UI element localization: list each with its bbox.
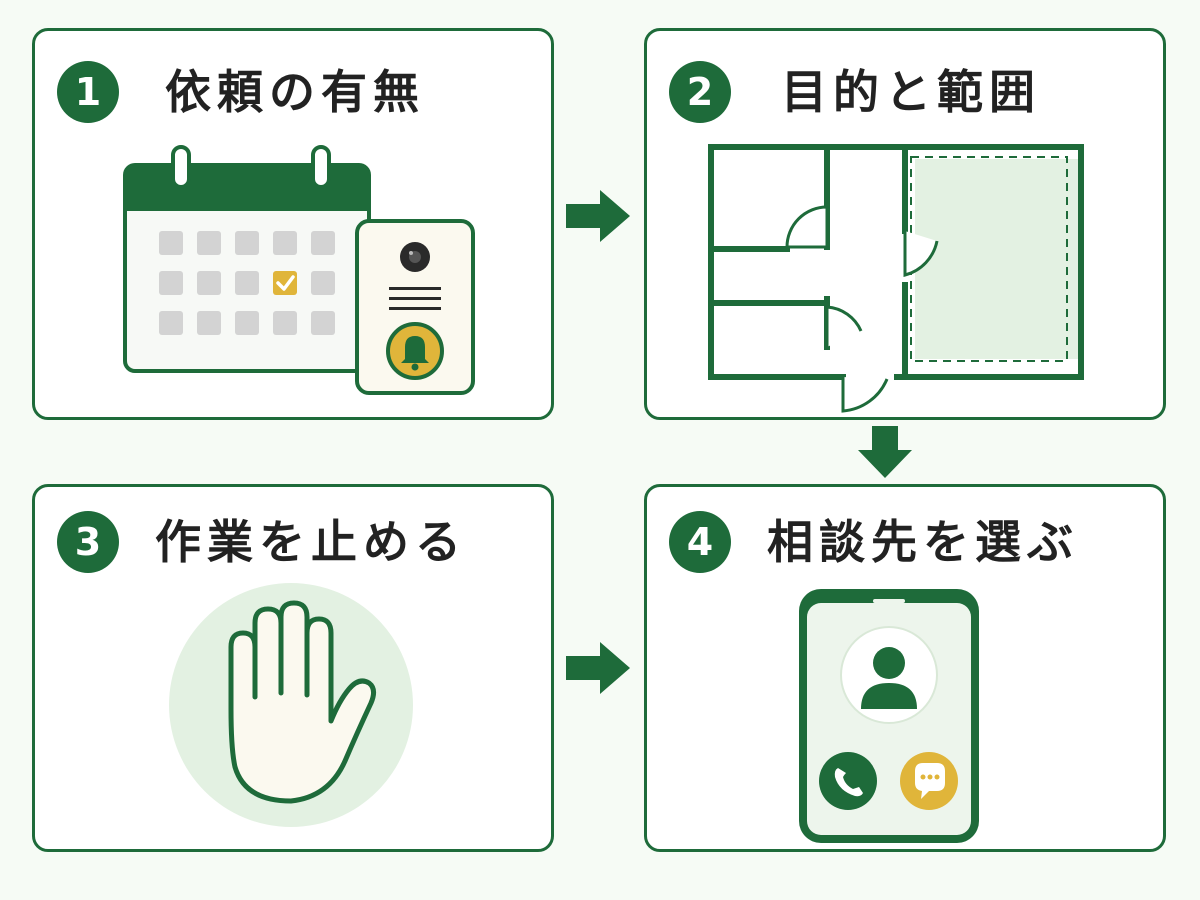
step-1-number: 1 — [57, 61, 119, 123]
step-2-panel: 2 目的と範囲 — [644, 28, 1166, 420]
bell-icon — [386, 322, 444, 380]
step-4-panel: 4 相談先を選ぶ — [644, 484, 1166, 852]
step-4-title: 相談先を選ぶ — [767, 515, 1079, 569]
stop-hand-icon — [169, 583, 413, 827]
arrow-down-2-to-4 — [858, 426, 912, 478]
step-3-title: 作業を止める — [155, 515, 467, 569]
floor-plan-icon — [708, 144, 1084, 413]
check-icon — [273, 271, 297, 295]
step-1-title: 依頼の有無 — [165, 65, 425, 119]
step-2-title: 目的と範囲 — [781, 65, 1041, 119]
arrow-right-1-to-2 — [566, 190, 630, 242]
phone-call-icon — [819, 752, 877, 810]
chat-icon — [900, 752, 958, 810]
step-3-number: 3 — [57, 511, 119, 573]
smartphone-icon — [799, 589, 979, 843]
step-3-panel: 3 作業を止める — [32, 484, 554, 852]
intercom-icon — [355, 219, 475, 395]
calendar-icon — [123, 145, 475, 395]
user-icon — [840, 626, 938, 724]
arrow-right-3-to-4 — [566, 642, 630, 694]
step-2-number: 2 — [669, 61, 731, 123]
step-4-number: 4 — [669, 511, 731, 573]
step-1-panel: 1 依頼の有無 — [32, 28, 554, 420]
